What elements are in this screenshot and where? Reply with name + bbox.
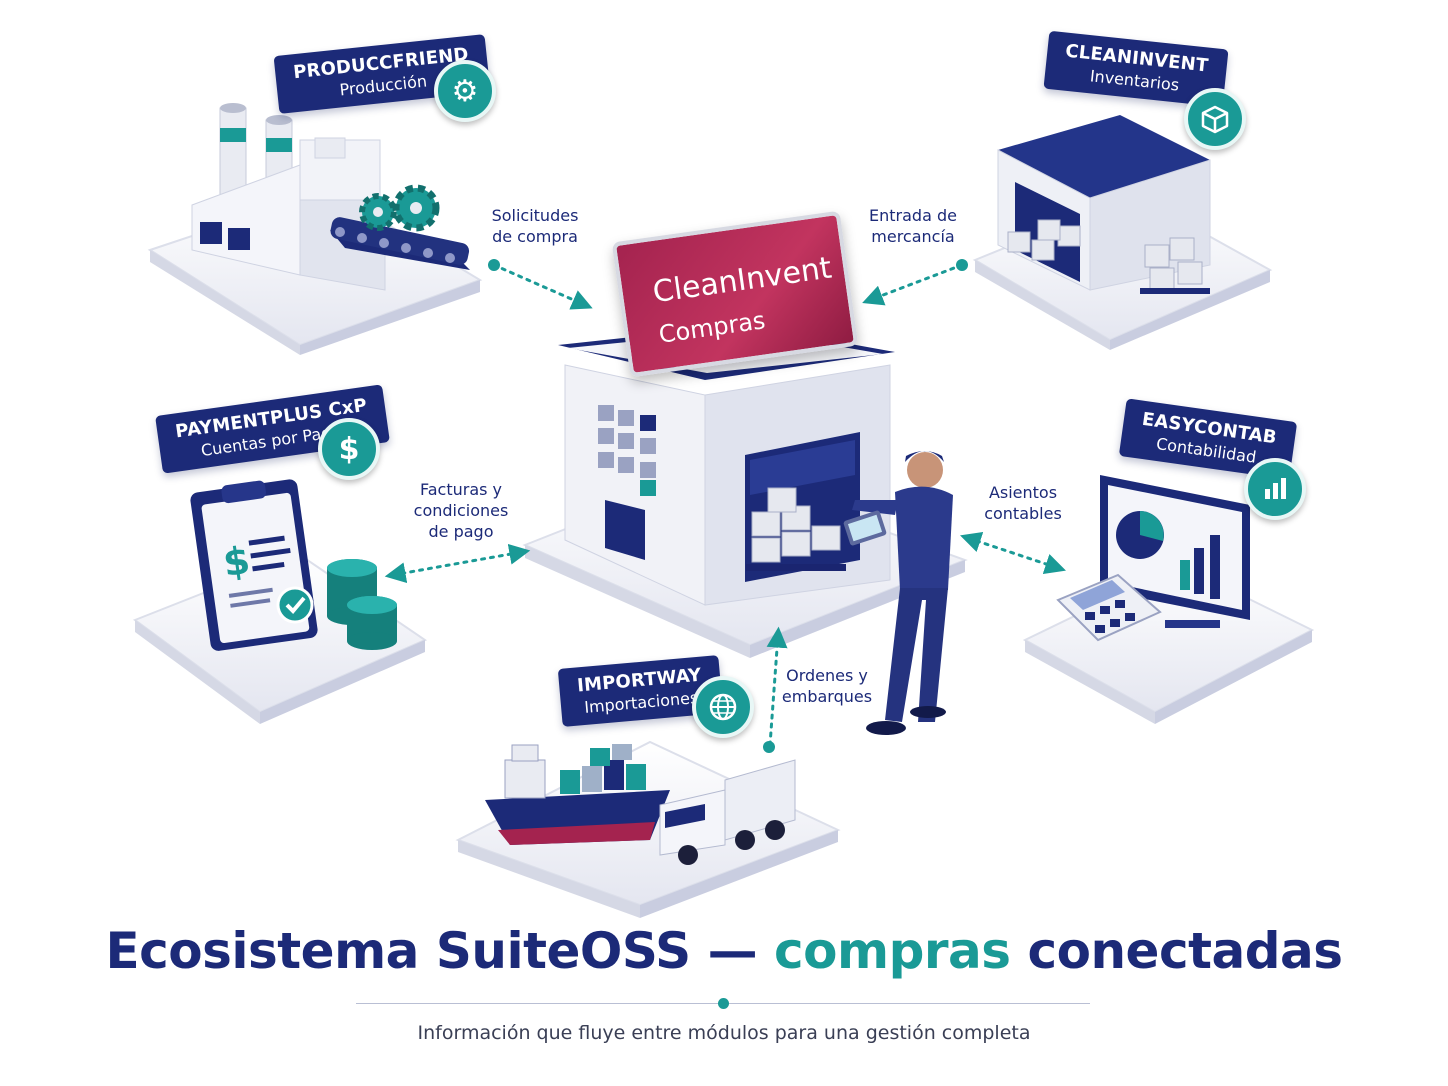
arrow-origin-dot [488,259,500,271]
arrow-solicitudes [492,263,593,310]
accounting-illustration [1056,475,1250,642]
arrow-entrada [862,263,964,306]
flow-label-asientos: Asientos contables [984,483,1062,523]
page-title: Ecosistema SuiteOSS — compras conectadas [105,922,1343,980]
arrow-ordenes [766,626,788,747]
clipboard-illustration: $ [190,479,397,651]
shipping-illustration [485,744,796,865]
flow-label-facturas: Facturas y condiciones de pago [413,480,509,541]
flow-label-entrada: Entrada de mercancía [869,206,957,246]
factory-illustration [191,103,470,291]
flow-arrows [384,263,1066,747]
warehouse-illustration [997,115,1211,294]
flow-label-ordenes: Ordenes y embarques [781,666,873,706]
compras-sign-module: Compras [657,306,768,349]
flow-label-solicitudes: Solicitudes de compra [491,206,579,246]
globe-icon [692,676,754,738]
box-icon [1184,88,1246,150]
arrow-origin-dot [956,259,968,271]
arrow-asientos [960,532,1066,574]
page-subtitle: Información que fluye entre módulos para… [417,1022,1031,1044]
dollar-icon: $ [318,418,380,480]
arrow-origin-dot [763,741,775,753]
compras-sign-brand: CleanInvent [650,250,834,311]
arrow-facturas [384,543,531,584]
bar-chart-icon [1244,458,1306,520]
gear-icon: ⚙ [434,60,496,122]
title-accent: compras [774,922,1011,980]
divider-dot [718,998,729,1009]
worker-figure [843,451,953,735]
svg-text:$: $ [220,538,252,585]
